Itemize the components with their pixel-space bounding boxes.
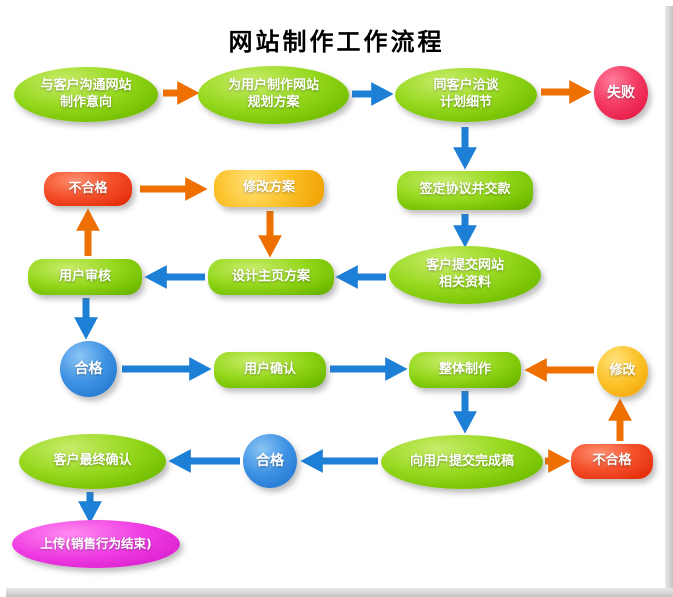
node-revise-plan: 修改方案 <box>214 170 324 207</box>
node-qualified-bottom: 合格 <box>243 434 297 488</box>
node-unqualified-top: 不合格 <box>44 172 132 206</box>
node-unqualified-bottom: 不合格 <box>571 444 653 479</box>
node-negotiate-details: 同客户洽谈 计划细节 <box>395 68 537 122</box>
node-revise: 修改 <box>597 346 648 397</box>
node-submit-materials: 客户提交网站 相关资料 <box>389 246 541 304</box>
node-submit-final-draft: 向用户提交完成稿 <box>381 435 543 489</box>
node-sign-contract-pay: 签定协议并交款 <box>397 171 533 210</box>
node-final-confirm: 客户最终确认 <box>19 434 166 489</box>
node-upload-finish: 上传(销售行为结束) <box>12 520 180 568</box>
diagram-title: 网站制作工作流程 <box>228 28 445 56</box>
image-edge-shadow-right <box>665 6 673 597</box>
node-design-homepage: 设计主页方案 <box>208 259 334 295</box>
node-overall-production: 整体制作 <box>409 352 521 388</box>
node-fail: 失败 <box>594 66 648 120</box>
image-edge-shadow-bottom <box>6 588 673 597</box>
node-user-review: 用户审核 <box>28 259 142 295</box>
node-make-plan: 为用户制作网站 规划方案 <box>198 66 349 124</box>
node-qualified-left: 合格 <box>60 341 117 397</box>
node-user-confirm: 用户确认 <box>214 352 326 388</box>
node-communicate-intent: 与客户沟通网站 制作意向 <box>14 67 158 122</box>
